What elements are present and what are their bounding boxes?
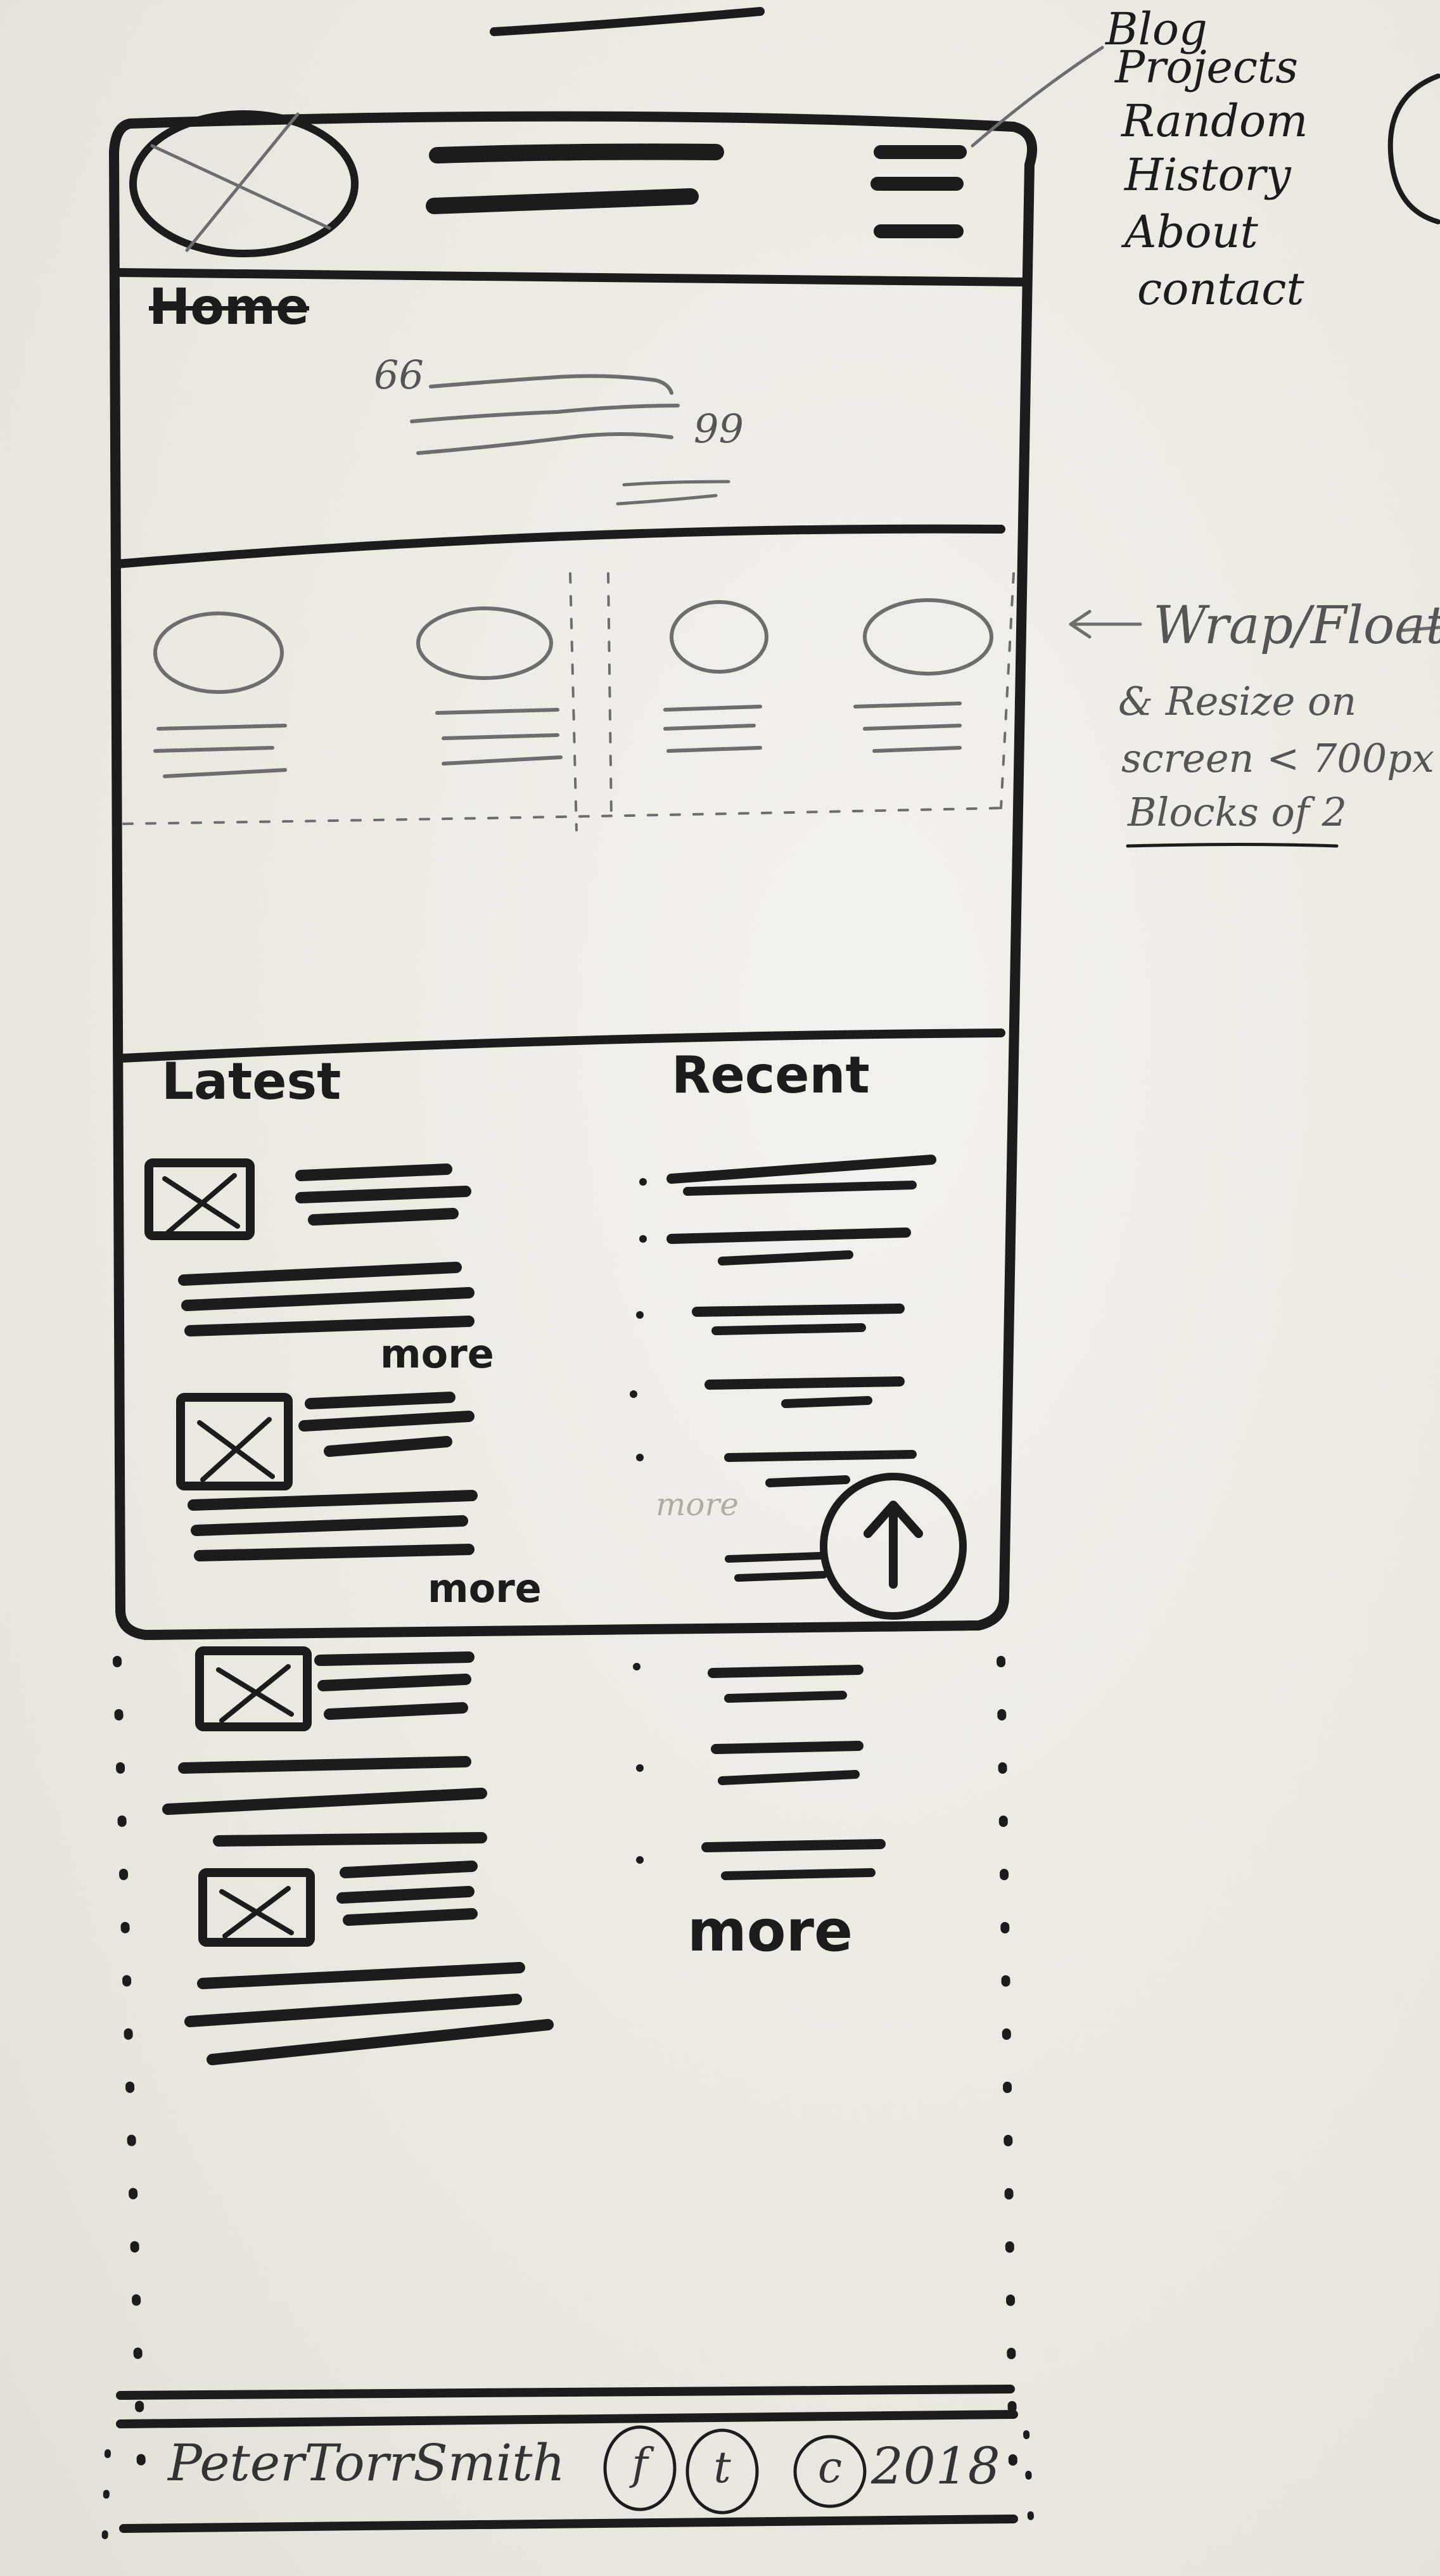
menu-callout-line xyxy=(971,46,1104,148)
menu-item-random[interactable]: Random xyxy=(1121,95,1308,147)
menu-item-contact[interactable]: contact xyxy=(1137,263,1304,315)
feature-card-3 xyxy=(663,600,768,753)
recent-more-link-faded[interactable]: more xyxy=(656,1486,739,1523)
feature-card-1 xyxy=(153,612,287,778)
header-divider xyxy=(113,268,1028,286)
latest-item-2 xyxy=(176,1392,478,1561)
blocks-note: Blocks of 2 xyxy=(1128,789,1347,835)
footer-name: PeterTorrSmith xyxy=(168,2433,566,2492)
below-fold-frame xyxy=(113,1656,1018,2514)
feature-card-2 xyxy=(416,606,563,766)
footer-top-divider xyxy=(116,2385,1015,2400)
resize-note: & Resize on xyxy=(1118,678,1357,724)
top-underline-mark xyxy=(490,7,765,36)
logo-placeholder-cross xyxy=(150,112,331,252)
quote-open-mark: 66 xyxy=(374,352,424,398)
latest-more-link-1[interactable]: more xyxy=(380,1331,494,1377)
footer-right-dots xyxy=(1023,2430,1036,2557)
menu-item-history[interactable]: History xyxy=(1125,149,1291,201)
back-to-top-icon xyxy=(820,1473,967,1620)
menu-item-about[interactable]: About xyxy=(1125,206,1258,258)
screen-size-note: screen < 700px xyxy=(1121,735,1434,781)
header-subtitle-bar xyxy=(426,188,699,214)
footer-year: 2018 xyxy=(871,2437,1000,2496)
recent-heading: Recent xyxy=(672,1046,870,1105)
footer-left-dots xyxy=(101,2449,111,2551)
facebook-link[interactable]: f xyxy=(632,2440,648,2490)
hero-divider xyxy=(113,524,1005,568)
page-label: Home xyxy=(149,279,310,336)
back-to-top-button[interactable] xyxy=(824,1477,963,1616)
footer-bottom-divider xyxy=(119,2515,1018,2533)
wrap-float-label: Wrap/Float xyxy=(1153,596,1440,656)
latest-heading: Latest xyxy=(162,1052,341,1111)
twitter-icon xyxy=(685,2428,759,2515)
latest-item-1 xyxy=(144,1158,475,1336)
wrap-float-arrow-tail xyxy=(1398,625,1440,632)
twitter-link[interactable]: t xyxy=(713,2443,731,2493)
latest-item-4 xyxy=(184,1861,554,2065)
footer-top-divider-2 xyxy=(116,2410,1018,2428)
header-title-bar xyxy=(429,143,724,163)
latest-more-link-2[interactable]: more xyxy=(428,1565,542,1612)
quote-close-mark: 99 xyxy=(694,406,744,452)
copyright-icon xyxy=(793,2435,867,2508)
feature-dashed-guides xyxy=(122,572,1015,831)
phone-frame xyxy=(109,111,1038,1640)
menu-item-projects[interactable]: Projects xyxy=(1115,41,1299,93)
columns-divider xyxy=(116,1028,1005,1063)
recent-list-continued xyxy=(633,1663,886,1880)
menu-item-blog[interactable]: Blog xyxy=(1105,3,1207,55)
hero-quote-lines xyxy=(410,374,730,506)
hamburger-menu-icon xyxy=(870,145,967,238)
partial-circle-mark xyxy=(1387,74,1440,224)
recent-list xyxy=(630,1155,936,1582)
facebook-icon xyxy=(603,2425,677,2511)
latest-item-3 xyxy=(162,1646,487,1847)
blocks-note-underline xyxy=(1126,843,1339,848)
recent-more-link[interactable]: more xyxy=(687,1898,853,1964)
feature-card-4 xyxy=(853,598,993,753)
copyright-symbol: c xyxy=(817,2443,843,2493)
logo-placeholder xyxy=(129,110,359,257)
wrap-float-arrowhead xyxy=(1069,610,1092,639)
